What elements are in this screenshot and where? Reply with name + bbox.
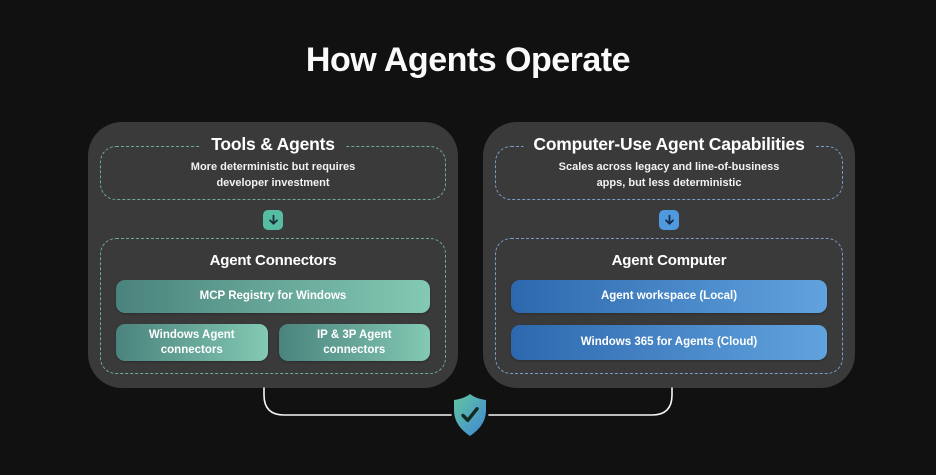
agent-connectors-box: Agent Connectors MCP Registry for Window… [100,238,446,374]
subtitle-line: apps, but less deterministic [596,176,742,189]
tools-agents-subtitle: More deterministic but requires develope… [101,160,445,191]
block-label-line: connectors [160,343,223,356]
ip-3p-agent-connectors-block: IP & 3P Agent connectors [278,324,430,361]
windows-365-for-agents-cloud-block: Windows 365 for Agents (Cloud) [511,325,827,360]
page-title: How Agents Operate [305,41,631,79]
subtitle-line: Scales across legacy and line-of-busines… [558,161,780,173]
subtitle-line: More deterministic but requires [190,161,356,173]
shield-check-icon [454,394,486,436]
windows-agent-connectors-block: Windows Agent connectors [116,324,268,361]
block-label-line: Windows Agent [148,328,235,341]
mcp-registry-for-windows-block: MCP Registry for Windows [116,280,430,313]
cua-header-box: Computer-Use Agent Capabilities Scales a… [495,134,843,200]
connector-blocks-row: Windows Agent connectors IP & 3P Agent c… [116,324,430,361]
cua-subtitle: Scales across legacy and line-of-busines… [496,160,842,191]
block-label-line: IP & 3P Agent [316,328,392,341]
tools-agents-header-box: Tools & Agents More deterministic but re… [100,134,446,200]
block-label-line: connectors [323,343,386,356]
agent-connectors-title: Agent Connectors [209,252,337,269]
agent-computer-box: Agent Computer Agent workspace (Local) W… [495,238,843,374]
arrow-down-icon [263,210,283,230]
cua-title: Computer-Use Agent Capabilities [523,134,815,155]
panel-tools-and-agents: Tools & Agents More deterministic but re… [88,122,458,388]
subtitle-line: developer investment [216,176,330,189]
agent-computer-title: Agent Computer [611,252,727,269]
arrow-down-icon [659,210,679,230]
agent-workspace-local-block: Agent workspace (Local) [511,280,827,313]
tools-agents-title: Tools & Agents [201,134,345,155]
panel-computer-use-agent: Computer-Use Agent Capabilities Scales a… [483,122,855,388]
connector-lines [263,387,673,436]
